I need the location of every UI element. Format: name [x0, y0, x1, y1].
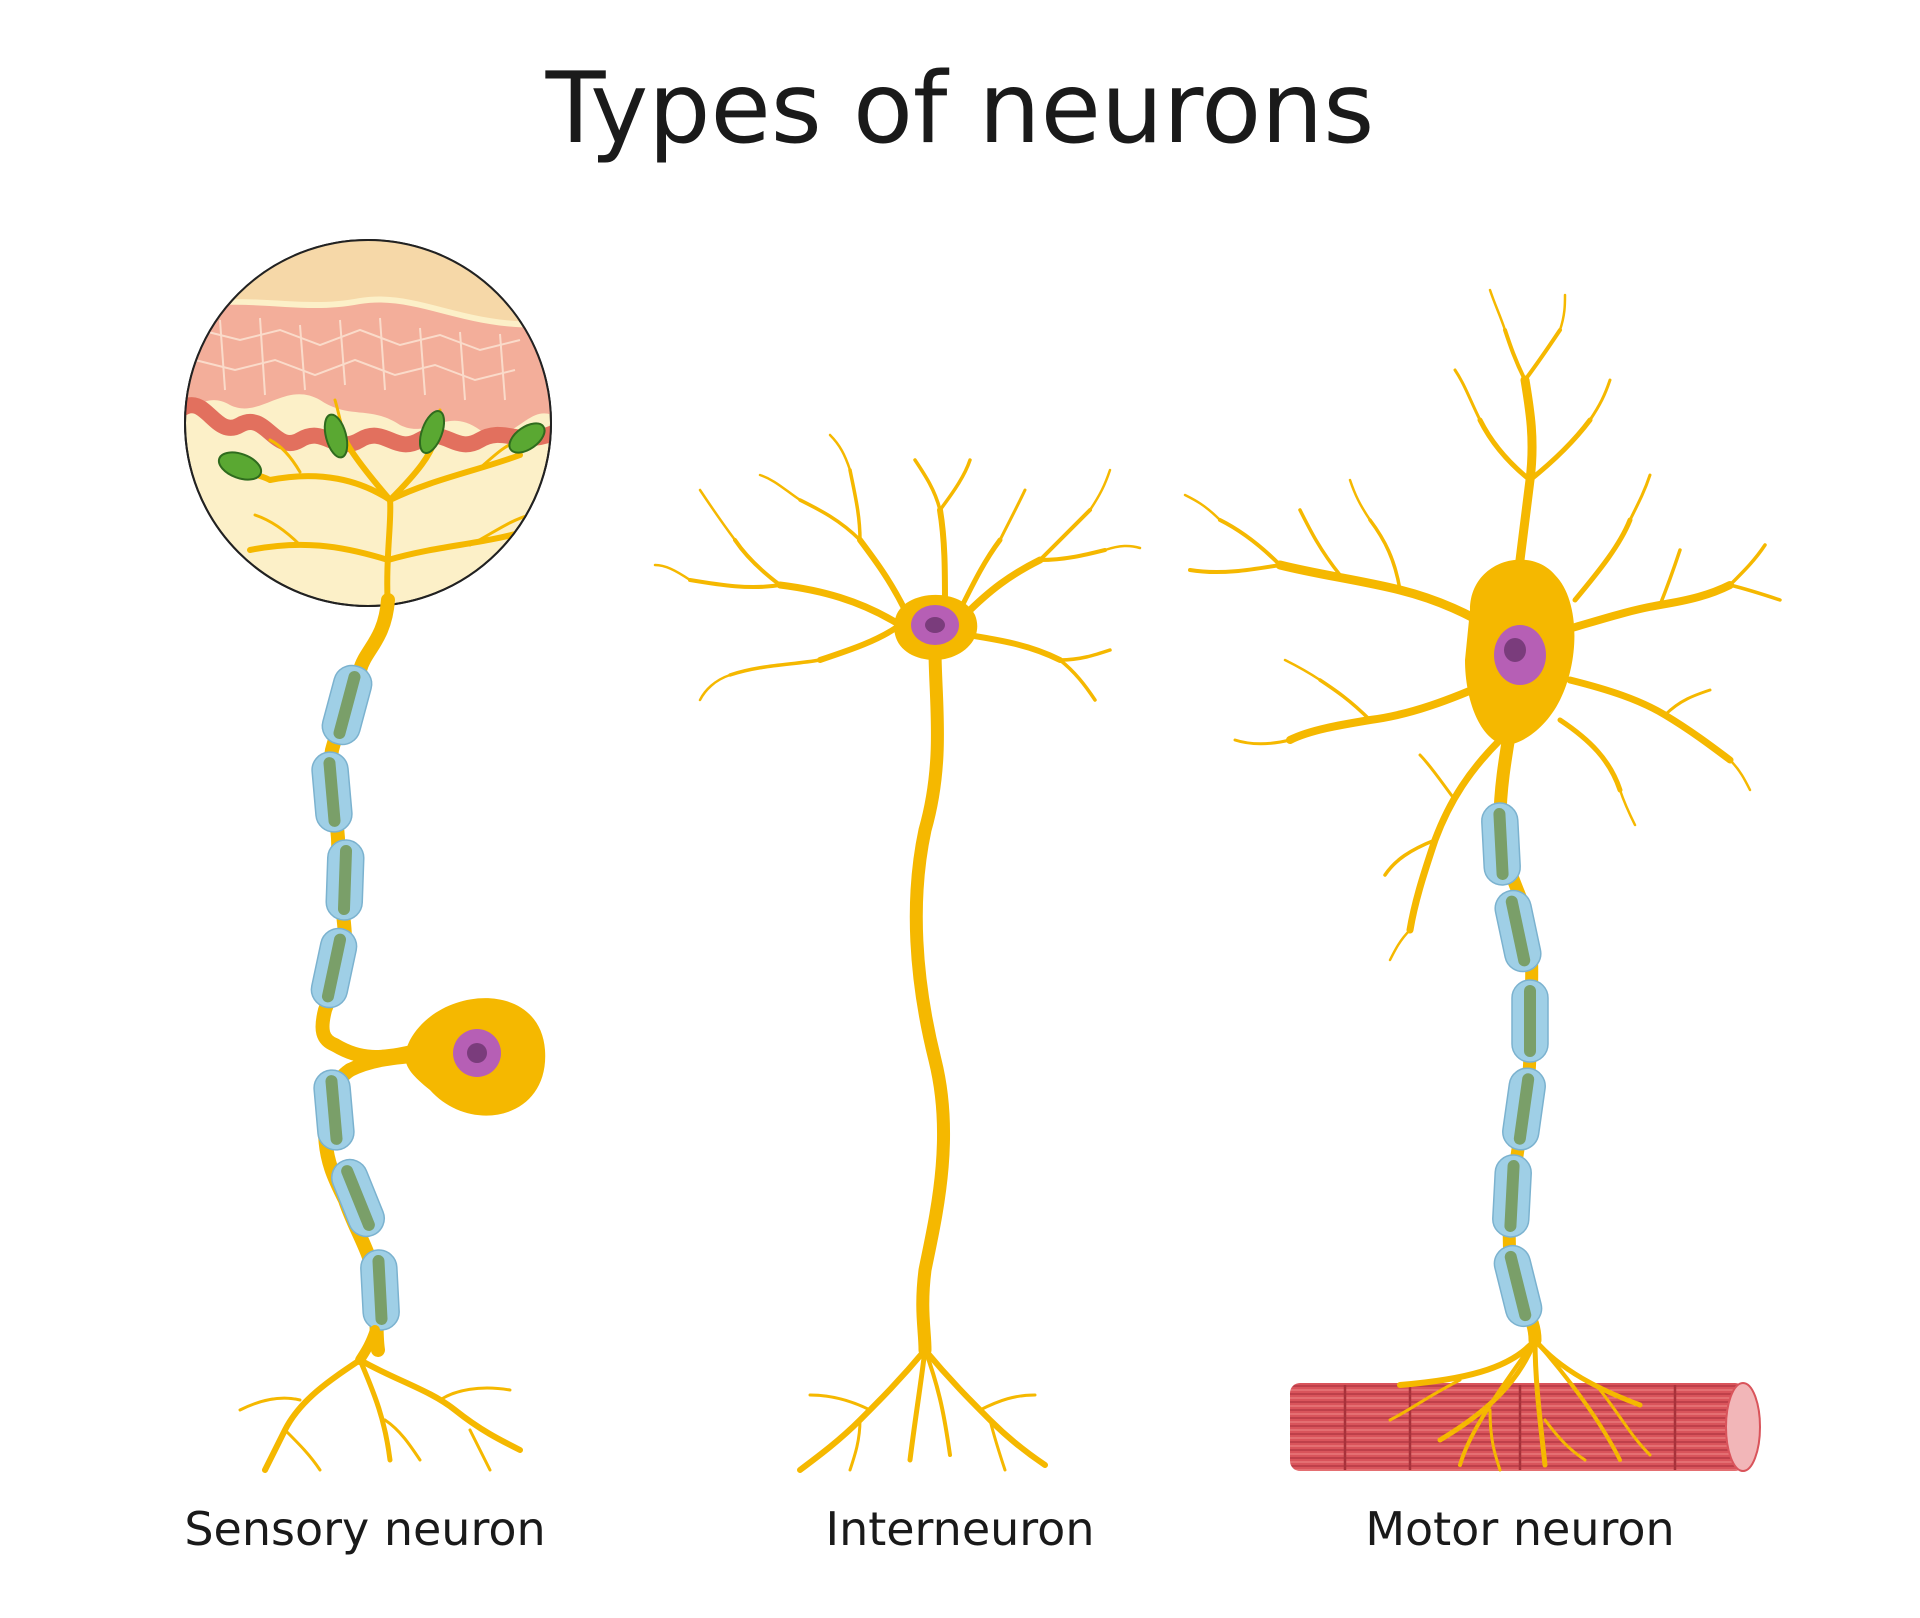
receptor-2: [323, 413, 349, 459]
receptor-3: [418, 410, 446, 454]
basal-layer: [185, 397, 551, 453]
interneuron-nucleolus: [925, 617, 945, 633]
label-interneuron: Interneuron: [825, 1502, 1095, 1556]
skin-layer: [185, 302, 551, 435]
muscle-fiber: [1290, 1382, 1761, 1472]
sensory-neuron: [184, 239, 552, 1473]
skin-magnifier: [184, 239, 552, 607]
receptor-4: [508, 422, 546, 454]
diagram-title: Types of neurons: [545, 52, 1375, 166]
motor-nucleolus: [1504, 638, 1526, 662]
receptor-1: [217, 451, 263, 481]
label-motor-neuron: Motor neuron: [1365, 1502, 1675, 1556]
interneuron: [653, 433, 1142, 1473]
motor-neuron: [1183, 288, 1782, 1472]
label-sensory-neuron: Sensory neuron: [184, 1502, 546, 1556]
sensory-myelin: [310, 664, 400, 1331]
sensory-nucleolus: [467, 1043, 487, 1063]
sensory-terminals: [238, 1325, 523, 1473]
